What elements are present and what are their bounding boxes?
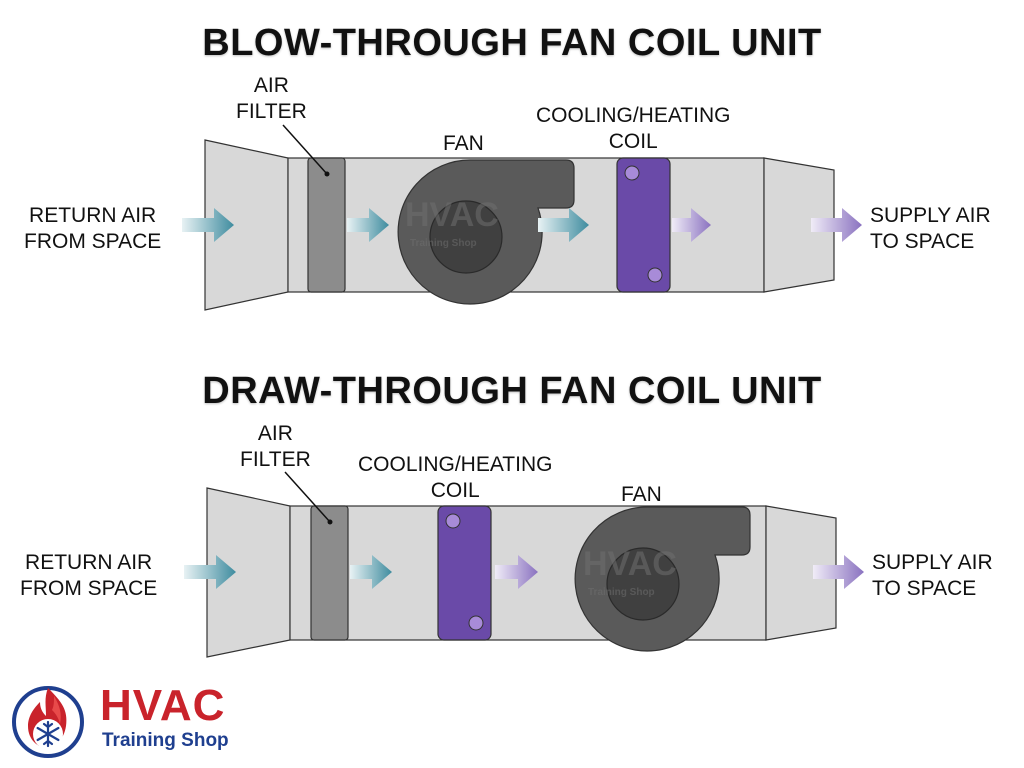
outlet-transition bbox=[765, 505, 837, 641]
svg-text:HVAC: HVAC bbox=[405, 196, 499, 234]
logo-subtitle: Training Shop bbox=[102, 730, 229, 751]
filter-leader-line bbox=[284, 471, 331, 523]
air-filter-label-2: AIR FILTER bbox=[240, 422, 311, 471]
airflow-arrow bbox=[347, 208, 389, 242]
supply-air-label-2: SUPPLY AIR TO SPACE bbox=[872, 551, 993, 600]
return-air-arrow bbox=[182, 208, 234, 242]
airflow-arrow bbox=[672, 208, 711, 242]
fan-label-2: FAN bbox=[621, 483, 662, 506]
supply-air-arrow bbox=[811, 208, 862, 242]
blow-through-title: BLOW-THROUGH FAN COIL UNIT bbox=[202, 22, 822, 64]
airflow-arrow bbox=[350, 555, 392, 589]
filter-leader-line bbox=[282, 124, 328, 175]
hvac-training-shop-logo: HVAC Training Shop bbox=[8, 676, 258, 762]
logo-wordmark: HVAC bbox=[100, 681, 226, 730]
return-air-label-2: RETURN AIR FROM SPACE bbox=[20, 551, 158, 600]
svg-text:HVAC: HVAC bbox=[583, 545, 677, 583]
blow-through-diagram: HVAC Training Shop bbox=[182, 124, 862, 311]
return-air-label-1: RETURN AIR FROM SPACE bbox=[24, 204, 162, 253]
fan-wheel bbox=[429, 200, 503, 274]
svg-text:Training Shop: Training Shop bbox=[410, 238, 477, 249]
fan-label-1: FAN bbox=[443, 132, 484, 155]
air-filter-label-1: AIR FILTER bbox=[236, 74, 307, 123]
airflow-arrow bbox=[495, 555, 538, 589]
supply-air-arrow bbox=[813, 555, 864, 589]
cooling-heating-coil bbox=[437, 505, 492, 641]
airflow-arrow bbox=[538, 208, 589, 242]
air-filter bbox=[307, 157, 346, 293]
flame-snowflake-icon bbox=[12, 686, 84, 758]
svg-text:Training Shop: Training Shop bbox=[588, 587, 655, 598]
draw-through-title: DRAW-THROUGH FAN COIL UNIT bbox=[202, 370, 822, 412]
coil-label-2: COOLING/HEATING COIL bbox=[358, 453, 553, 502]
supply-air-label-1: SUPPLY AIR TO SPACE bbox=[870, 204, 991, 253]
draw-through-diagram: HVAC Training Shop bbox=[184, 471, 864, 658]
outlet-transition bbox=[763, 157, 835, 293]
cooling-heating-coil bbox=[616, 157, 671, 293]
coil-label-1: COOLING/HEATING COIL bbox=[536, 104, 731, 153]
air-filter bbox=[310, 505, 349, 641]
fan-wheel bbox=[606, 547, 680, 621]
return-air-arrow bbox=[184, 555, 236, 589]
